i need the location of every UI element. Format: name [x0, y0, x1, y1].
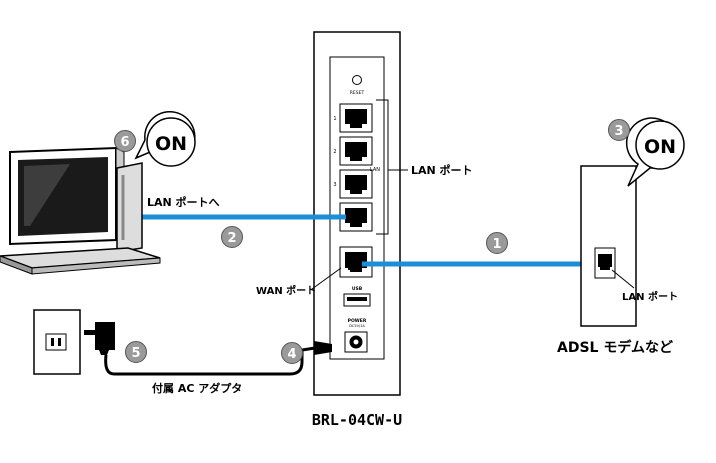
reset-label: RESET — [350, 90, 365, 96]
port-number-2: 2 — [333, 149, 336, 155]
modem — [580, 165, 637, 327]
adapter-cord — [104, 346, 316, 376]
step-badge-2: 2 — [221, 226, 243, 248]
power-outlet-icon — [33, 309, 81, 375]
lan-port-3 — [339, 169, 373, 199]
reset-button-icon — [352, 75, 362, 85]
modem-lan-port-label: LAN ポート — [622, 290, 678, 303]
router-model: BRL-04CW-U — [312, 411, 402, 429]
adapter-label: 付属 AC アダプタ — [152, 381, 242, 395]
ac-adapter-icon — [84, 322, 115, 355]
power-label: POWER — [348, 318, 367, 324]
usb-label: USB — [352, 286, 363, 292]
step-badge-5: 5 — [125, 341, 147, 363]
svg-text:1: 1 — [492, 237, 501, 252]
to-lan-port-label: LAN ポートへ — [147, 195, 220, 209]
pc-icon — [0, 146, 161, 275]
step-badge-1: 1 — [486, 232, 508, 254]
router: RESET 1 2 3 4 LAN USB — [313, 31, 401, 396]
modem-on-callout: ON — [625, 117, 685, 187]
modem-on-text: ON — [644, 136, 676, 158]
pc-on-callout: ON — [134, 111, 196, 167]
lan-bracket — [376, 99, 389, 235]
port-number-1: 1 — [333, 116, 336, 122]
modem-body — [580, 165, 637, 327]
svg-text:5: 5 — [131, 346, 140, 361]
svg-text:6: 6 — [120, 135, 129, 150]
svg-text:4: 4 — [287, 347, 296, 362]
pc-on-text: ON — [155, 133, 187, 155]
port-number-3: 3 — [333, 182, 336, 188]
step-badge-3: 3 — [608, 119, 630, 141]
lan-port-label: LAN ポート — [411, 163, 473, 177]
power-spec: DC5V/1A — [349, 324, 365, 328]
modem-name: ADSL モデムなど — [557, 339, 673, 356]
lan-port-2 — [339, 136, 373, 166]
lan-port-1 — [339, 103, 373, 133]
step-badge-6: 6 — [114, 130, 136, 152]
wan-port-label: WAN ポート — [256, 284, 316, 297]
svg-text:3: 3 — [614, 124, 623, 139]
lan-bracket-label: LAN — [370, 167, 380, 173]
step-badge-4: 4 — [281, 342, 303, 364]
svg-text:2: 2 — [227, 231, 236, 246]
